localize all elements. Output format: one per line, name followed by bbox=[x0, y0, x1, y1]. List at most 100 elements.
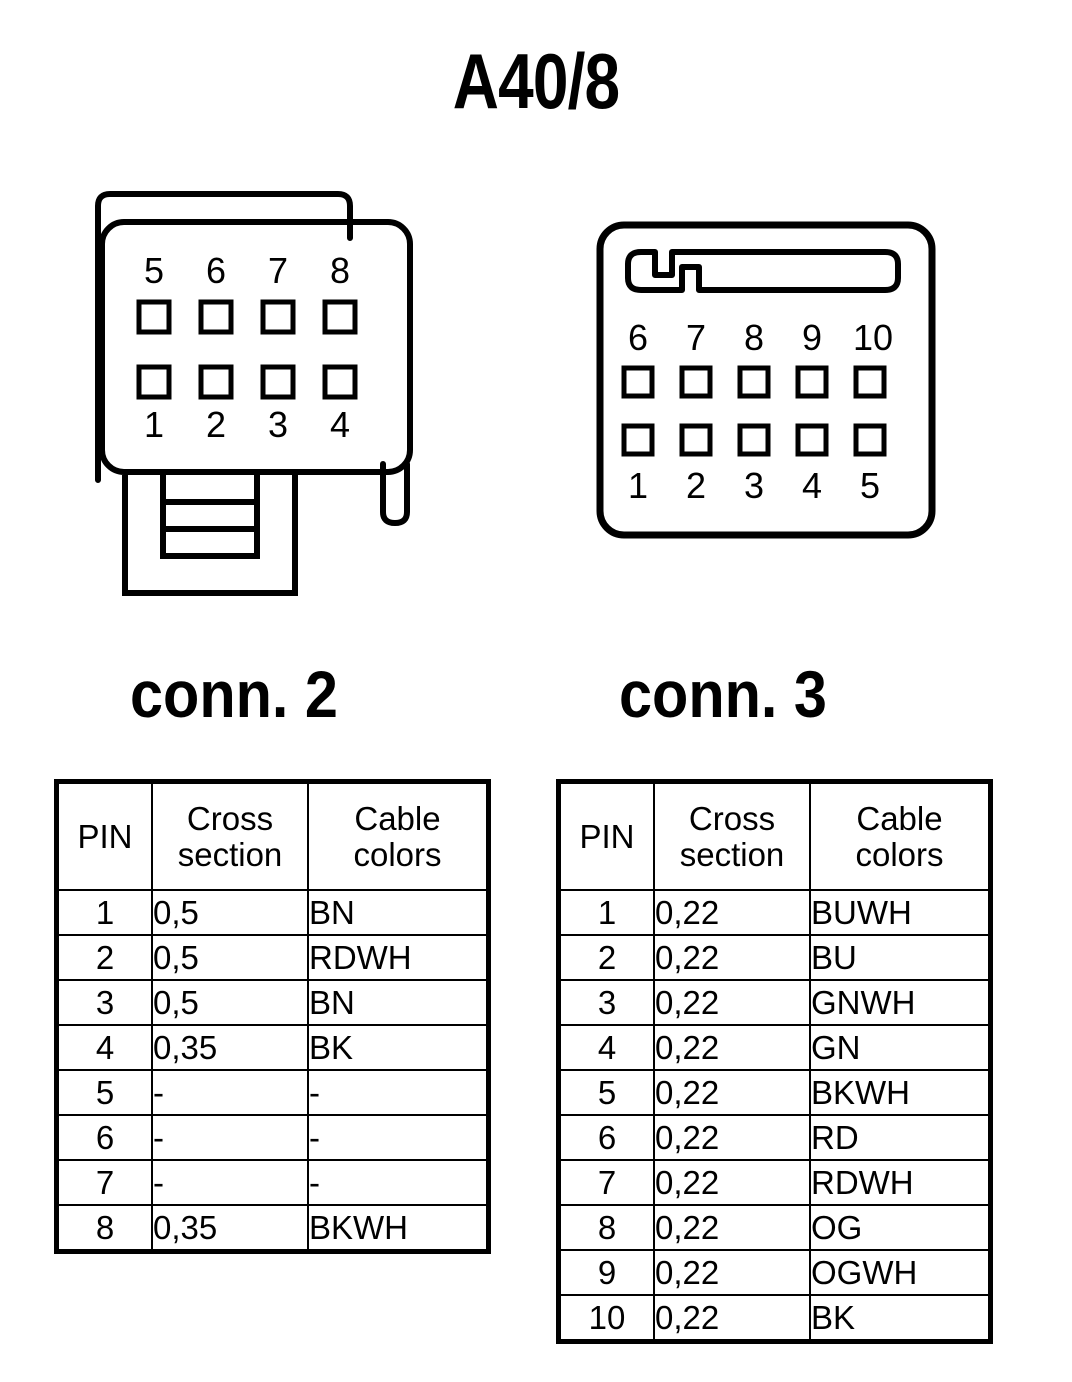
header-cable-colors: Cable colors bbox=[809, 784, 988, 891]
header-pin: PIN bbox=[561, 784, 655, 891]
cell-cross-section: 0,35 bbox=[151, 1024, 309, 1071]
cell-pin: 6 bbox=[59, 1114, 153, 1161]
connector-3-pin-label-7: 7 bbox=[686, 317, 706, 358]
cell-pin: 3 bbox=[561, 979, 655, 1026]
cell-pin: 7 bbox=[561, 1159, 655, 1206]
cell-cable-colors: - bbox=[307, 1069, 486, 1116]
connector-2-pin-label-7: 7 bbox=[268, 250, 288, 291]
connector-3-pin-socket-1 bbox=[621, 423, 655, 457]
cell-cross-section: - bbox=[151, 1159, 309, 1206]
cell-cross-section: 0,5 bbox=[151, 934, 309, 981]
cell-cable-colors: RDWH bbox=[307, 934, 486, 981]
connector-2-body bbox=[99, 219, 413, 475]
cell-cable-colors: BN bbox=[307, 979, 486, 1026]
header-cable-colors: Cable colors bbox=[307, 784, 486, 891]
connector-2-tab-ribs bbox=[160, 475, 260, 559]
table-row: 2 0,22 BU bbox=[561, 934, 988, 981]
cell-cross-section: 0,22 bbox=[653, 979, 811, 1026]
connector-2-caption: conn. 2 bbox=[130, 657, 338, 731]
connector-2-pin-label-3: 3 bbox=[268, 404, 288, 445]
table-header-row: PIN Cross section Cable colors bbox=[59, 784, 486, 891]
table-row: 7 0,22 RDWH bbox=[561, 1159, 988, 1206]
cell-cable-colors: BU bbox=[809, 934, 988, 981]
header-cross-section: Cross section bbox=[653, 784, 811, 891]
connector-2-pin-socket-8 bbox=[322, 299, 358, 335]
cell-cross-section: 0,22 bbox=[653, 1204, 811, 1251]
table-header-row: PIN Cross section Cable colors bbox=[561, 784, 988, 891]
cell-pin: 9 bbox=[561, 1249, 655, 1296]
connector-2-pin-label-1: 1 bbox=[144, 404, 164, 445]
connector-2-pin-label-2: 2 bbox=[206, 404, 226, 445]
connector-3-pin-socket-5 bbox=[853, 423, 887, 457]
cell-cable-colors: RD bbox=[809, 1114, 988, 1161]
page-title: A40/8 bbox=[452, 37, 620, 125]
connector-2-pin-socket-7 bbox=[260, 299, 296, 335]
cell-cable-colors: GN bbox=[809, 1024, 988, 1071]
table-row: 1 0,22 BUWH bbox=[561, 889, 988, 936]
cell-cable-colors: OG bbox=[809, 1204, 988, 1251]
connector-3-pin-label-5: 5 bbox=[860, 465, 880, 506]
connector-3-pin-socket-2 bbox=[679, 423, 713, 457]
cell-cable-colors: BKWH bbox=[809, 1069, 988, 1116]
connector-3-pin-label-6: 6 bbox=[628, 317, 648, 358]
cell-cable-colors: GNWH bbox=[809, 979, 988, 1026]
table-row: 6 0,22 RD bbox=[561, 1114, 988, 1161]
cell-pin: 4 bbox=[561, 1024, 655, 1071]
connector-3-caption: conn. 3 bbox=[619, 657, 827, 731]
table-row: 6 - - bbox=[59, 1114, 486, 1161]
connector-3-pin-socket-4 bbox=[795, 423, 829, 457]
table-row: 3 0,5 BN bbox=[59, 979, 486, 1026]
connector-2-pin-label-6: 6 bbox=[206, 250, 226, 291]
connector-2-pin-label-5: 5 bbox=[144, 250, 164, 291]
table-row: 4 0,22 GN bbox=[561, 1024, 988, 1071]
cell-cross-section: 0,22 bbox=[653, 934, 811, 981]
table-row: 3 0,22 GNWH bbox=[561, 979, 988, 1026]
cell-cable-colors: - bbox=[307, 1159, 486, 1206]
connector-2-rear-shell bbox=[95, 191, 353, 483]
cell-cable-colors: BK bbox=[809, 1294, 988, 1339]
connector-3-pin-socket-10 bbox=[853, 365, 887, 399]
connector-2-pin-label-4: 4 bbox=[330, 404, 350, 445]
connector-2-pin-socket-6 bbox=[198, 299, 234, 335]
connector-3-key-slot bbox=[625, 249, 901, 293]
connector-3-body bbox=[596, 221, 936, 539]
cell-pin: 2 bbox=[561, 934, 655, 981]
cell-cross-section: - bbox=[151, 1069, 309, 1116]
cell-pin: 4 bbox=[59, 1024, 153, 1071]
connector-2-pin-label-8: 8 bbox=[330, 250, 350, 291]
connector-3-pin-socket-6 bbox=[621, 365, 655, 399]
cell-pin: 6 bbox=[561, 1114, 655, 1161]
connector-3-pin-label-10: 10 bbox=[853, 317, 893, 358]
cell-cross-section: - bbox=[151, 1114, 309, 1161]
cell-pin: 1 bbox=[561, 889, 655, 936]
connector-2-pin-table: PIN Cross section Cable colors 1 0,5 BN … bbox=[54, 779, 491, 1254]
connector-2-pin-socket-1 bbox=[136, 364, 172, 400]
cell-pin: 8 bbox=[561, 1204, 655, 1251]
header-cross-section: Cross section bbox=[151, 784, 309, 891]
cell-pin: 8 bbox=[59, 1204, 153, 1249]
connector-3-pin-label-3: 3 bbox=[744, 465, 764, 506]
table-row: 10 0,22 BK bbox=[561, 1294, 988, 1339]
cell-cable-colors: BK bbox=[307, 1024, 486, 1071]
cell-pin: 5 bbox=[59, 1069, 153, 1116]
connector-2-pin-socket-2 bbox=[198, 364, 234, 400]
table-row: 5 - - bbox=[59, 1069, 486, 1116]
cell-cable-colors: BKWH bbox=[307, 1204, 486, 1249]
table-row: 1 0,5 BN bbox=[59, 889, 486, 936]
table-row: 2 0,5 RDWH bbox=[59, 934, 486, 981]
connector-2-drawing: 5 6 7 8 1 2 3 4 bbox=[95, 191, 413, 596]
cell-pin: 2 bbox=[59, 934, 153, 981]
cell-cable-colors: - bbox=[307, 1114, 486, 1161]
cell-cross-section: 0,5 bbox=[151, 889, 309, 936]
connector-3-pin-table: PIN Cross section Cable colors 1 0,22 BU… bbox=[556, 779, 993, 1344]
cell-cross-section: 0,22 bbox=[653, 1159, 811, 1206]
cell-pin: 3 bbox=[59, 979, 153, 1026]
connector-2-pin-socket-4 bbox=[322, 364, 358, 400]
cell-cable-colors: OGWH bbox=[809, 1249, 988, 1296]
connector-3-pin-label-9: 9 bbox=[802, 317, 822, 358]
connector-3-pin-socket-8 bbox=[737, 365, 771, 399]
cell-cable-colors: BUWH bbox=[809, 889, 988, 936]
cell-cross-section: 0,5 bbox=[151, 979, 309, 1026]
connector-3-pin-label-8: 8 bbox=[744, 317, 764, 358]
table-row: 8 0,22 OG bbox=[561, 1204, 988, 1251]
